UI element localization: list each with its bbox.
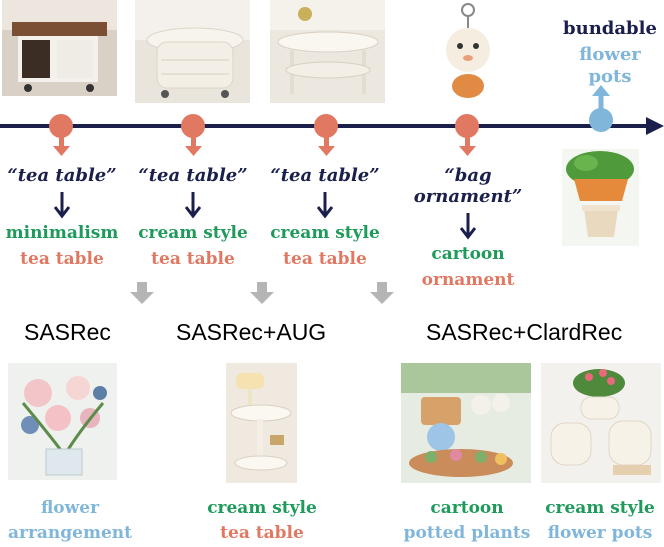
gray-arrow-sasrec: [130, 282, 154, 304]
cream-flower-pots-illustration: [541, 363, 661, 483]
target-label-line1: bundable: [563, 18, 657, 39]
result-4-line1: cream style: [545, 498, 655, 518]
down-arrow-3: [317, 192, 333, 219]
result-3-line2: potted plants: [403, 523, 531, 543]
timeline-marker-4: [455, 114, 479, 156]
query-item-3: tea table: [283, 249, 367, 269]
result-1-line1: flower: [40, 498, 100, 518]
tea-table-cream-1-illustration: [135, 0, 250, 103]
tea-table-minimalism-illustration: [2, 0, 117, 96]
timeline-svg: [0, 85, 664, 156]
result-2-line2: tea table: [220, 523, 304, 543]
tea-table-cream-2-illustration: [270, 0, 385, 103]
model-label-sasrec-clardrec: SASRec+ClardRec: [426, 319, 623, 345]
timeline-marker-target: [589, 85, 613, 132]
query-style-4: cartoon: [431, 244, 505, 264]
bag-ornament-illustration: [434, 0, 502, 103]
result-1-line2: arrangement: [7, 523, 133, 543]
target-label-line2: flower pots: [579, 44, 641, 87]
gray-arrow-clard: [370, 282, 394, 304]
product-image-tea-table-cream-1: [135, 0, 250, 103]
result-2-line1: cream style: [207, 498, 317, 518]
result-image-cream-flower-pots: [541, 363, 661, 483]
query-column-2: “tea table” cream style tea table: [131, 165, 255, 272]
query-style-3: cream style: [270, 223, 380, 243]
gray-arrow-aug: [250, 282, 274, 304]
timeline-marker-2: [181, 114, 205, 156]
down-arrow-1: [54, 192, 70, 219]
query-column-1: “tea table” minimalism tea table: [0, 165, 124, 272]
result-label-2: cream style tea table: [196, 496, 328, 546]
result-label-4: cream style flower pots: [536, 496, 664, 546]
query-style-1: minimalism: [5, 223, 119, 243]
down-arrow-2: [185, 192, 201, 219]
query-text-1: “tea table”: [7, 165, 117, 186]
query-item-1: tea table: [20, 249, 104, 269]
result-image-flower-arrangement: [8, 363, 117, 480]
query-column-4: “bag ornament” cartoon ornament: [392, 165, 544, 293]
product-image-bundable-flower-pots: [562, 149, 639, 246]
flower-pots-illustration: [562, 149, 639, 246]
cartoon-potted-plants-illustration: [401, 363, 531, 483]
model-label-sasrec: SASRec: [24, 319, 111, 345]
query-item-2: tea table: [151, 249, 235, 269]
down-arrow-4: [460, 213, 476, 240]
model-label-sasrec-aug: SASRec+AUG: [176, 319, 327, 345]
result-4-line2: flower pots: [547, 523, 653, 543]
query-text-4: “bag ornament”: [413, 165, 523, 207]
product-image-tea-table-minimalism: [2, 0, 117, 96]
query-item-4: ornament: [421, 270, 515, 290]
product-image-bag-ornament: [434, 0, 502, 103]
result-label-1: flower arrangement: [0, 496, 140, 546]
query-style-2: cream style: [138, 223, 248, 243]
result-image-cream-tea-table: [226, 363, 297, 483]
query-text-2: “tea table”: [138, 165, 248, 186]
flower-arrangement-illustration: [8, 363, 117, 480]
result-label-3: cartoon potted plants: [398, 496, 536, 546]
result-3-line1: cartoon: [430, 498, 504, 518]
cream-tea-table-illustration: [226, 363, 297, 483]
product-image-tea-table-cream-2: [270, 0, 385, 103]
query-column-3: “tea table” cream style tea table: [263, 165, 387, 272]
query-text-3: “tea table”: [270, 165, 380, 186]
timeline-marker-1: [49, 114, 73, 156]
timeline-marker-3: [314, 114, 338, 156]
timeline-arrowhead: [646, 117, 664, 135]
result-image-cartoon-potted-plants: [401, 363, 531, 483]
